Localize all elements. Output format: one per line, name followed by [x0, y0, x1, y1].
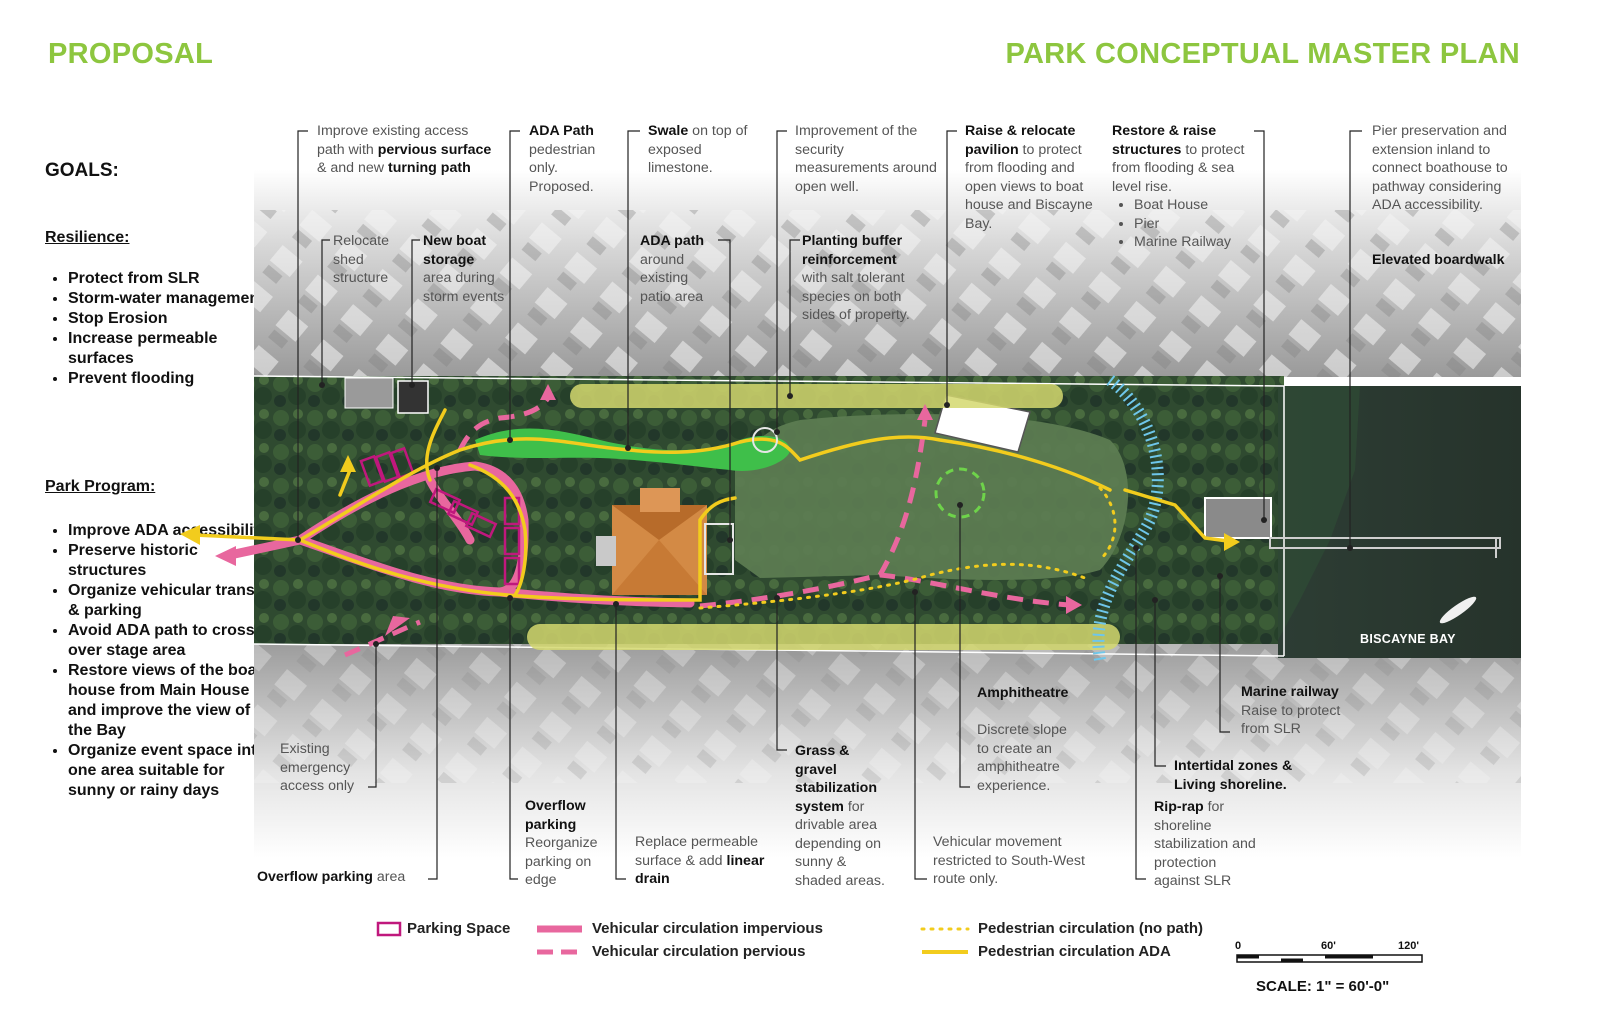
restore-item: Pier: [1134, 215, 1262, 234]
vehicular-arrow-west: [215, 546, 236, 566]
leader-lines: [297, 130, 1362, 880]
neighborhood-north: [254, 170, 1521, 377]
note-boat-storage: New boat storage area during storm event…: [423, 233, 505, 305]
biscayne-bay-label: BISCAYNE BAY: [1360, 632, 1456, 646]
note-pavilion: Raise & relocate pavilion to protect fro…: [965, 123, 1093, 232]
note-grass-gravel: Grass & gravel stabilization system for …: [795, 743, 885, 889]
note-swale: Swale on top of exposed limestone.: [648, 123, 748, 176]
legend-parking-swatch: [376, 921, 402, 937]
legend-parking: Parking Space: [407, 920, 511, 937]
goal-item: Storm-water management: [68, 289, 268, 309]
planting-buffer-north: [570, 384, 1063, 408]
open-well: [752, 427, 778, 453]
goals-title: GOALS:: [45, 160, 119, 181]
vehicular-pervious-route: [344, 396, 1071, 658]
legend-swatches: [376, 921, 970, 955]
note-improve-access: Improve existing access path with pervio…: [317, 123, 492, 176]
resilience-title: Resilience:: [45, 229, 130, 246]
pedestrian-no-path-lawn: [1098, 486, 1117, 562]
main-house: [596, 488, 734, 595]
note-overflow-area: Overflow parking area: [257, 869, 406, 885]
scale-label: SCALE: 1" = 60'-0": [1256, 978, 1390, 995]
scale-tick-0: 0: [1235, 940, 1242, 952]
pedestrian-ada-route: [193, 408, 1237, 602]
shed-structure: [344, 377, 394, 409]
goal-item: Increase permeable surfaces: [68, 329, 268, 369]
property-line-north: [253, 375, 1285, 387]
note-emergency-access: Existing emergency access only: [280, 741, 355, 794]
park-program-title: Park Program:: [45, 478, 156, 495]
neighborhood-south: [254, 643, 1521, 858]
program-item: Organize event space into one area suita…: [68, 741, 268, 801]
note-riprap: Rip-rap for shoreline stabilization and …: [1154, 799, 1256, 889]
parking-spaces: [359, 446, 521, 586]
scale-tick-120: 120': [1398, 940, 1419, 952]
boat-icon: [1439, 596, 1477, 624]
program-list: Improve ADA accessibility Preserve histo…: [45, 521, 268, 801]
note-restore-structures: Restore & raise structures to protect fr…: [1112, 122, 1262, 252]
amphitheatre-marker: [934, 467, 986, 519]
goal-item: Stop Erosion: [68, 309, 268, 329]
program-item: Avoid ADA path to cross over stage area: [68, 621, 268, 661]
restore-item: Marine Railway: [1134, 233, 1262, 252]
pedestrian-arrow-north: [340, 455, 356, 472]
goal-item: Protect from SLR: [68, 269, 268, 289]
lawn-area: [735, 414, 1129, 580]
leader-dots: [295, 382, 1353, 647]
note-marine-railway: Marine railway Raise to protect from SLR: [1241, 684, 1341, 737]
note-amphitheatre: Discrete slope to create an amphitheatre…: [977, 722, 1067, 794]
note-intertidal: Intertidal zones & Living shoreline.: [1174, 758, 1293, 793]
master-plan-title: PARK CONCEPTUAL MASTER PLAN: [1005, 38, 1520, 70]
program-item: Preserve historic structures: [68, 541, 268, 581]
note-vehicular-restricted: Vehicular movement restricted to South-W…: [933, 834, 1085, 887]
pedestrian-arrow-pier: [1224, 533, 1240, 551]
note-planting-buffer: Planting buffer reinforcement with salt …: [802, 233, 910, 323]
note-ada-patio: ADA path around existing patio area: [640, 233, 705, 305]
scale-tick-60: 60': [1321, 940, 1336, 952]
legend-pedestrian-ada: Pedestrian circulation ADA: [978, 943, 1171, 960]
note-overflow-parking: Overflow parking Reorganize parking on e…: [525, 798, 598, 888]
vehicular-arrow-north: [540, 384, 556, 400]
mangrove: [1278, 386, 1360, 640]
vehicular-arrow-lawn: [917, 404, 933, 420]
legend-vehicular-pervious: Vehicular circulation pervious: [592, 943, 806, 960]
program-item: Restore views of the boat house from Mai…: [68, 661, 268, 741]
boat-house: [1204, 497, 1272, 539]
note-pier: Pier preservation and extension inland t…: [1372, 123, 1508, 213]
note-permeable-surface: Replace permeable surface & add linear d…: [635, 834, 765, 887]
legend-vehicular-impervious: Vehicular circulation impervious: [592, 920, 823, 937]
note-ada-path: ADA Path pedestrian only. Proposed.: [529, 123, 596, 195]
scale-bar: [1236, 954, 1423, 963]
legend-pedestrian-no-path: Pedestrian circulation (no path): [978, 920, 1204, 937]
program-item: Organize vehicular transit & parking: [68, 581, 268, 621]
pedestrian-arrow-west: [180, 525, 200, 545]
note-boardwalk: Elevated boardwalk: [1372, 252, 1505, 268]
planting-buffer-south: [527, 624, 1120, 650]
goal-item: Prevent flooding: [68, 369, 268, 389]
pier: [1269, 537, 1501, 558]
note-amphitheatre-title: Amphitheatre: [977, 685, 1069, 701]
resilience-list: Protect from SLR Storm-water management …: [45, 269, 268, 389]
note-relocate-shed: Relocate shed structure: [333, 233, 389, 286]
vehicular-arrow-east: [1066, 596, 1082, 614]
note-security: Improvement of the security measurements…: [795, 123, 937, 195]
proposal-title: PROPOSAL: [48, 38, 214, 70]
pedestrian-no-path-route: [698, 562, 1092, 610]
restore-item: Boat House: [1134, 196, 1262, 215]
vehicular-arrow-southwest: [385, 616, 410, 636]
